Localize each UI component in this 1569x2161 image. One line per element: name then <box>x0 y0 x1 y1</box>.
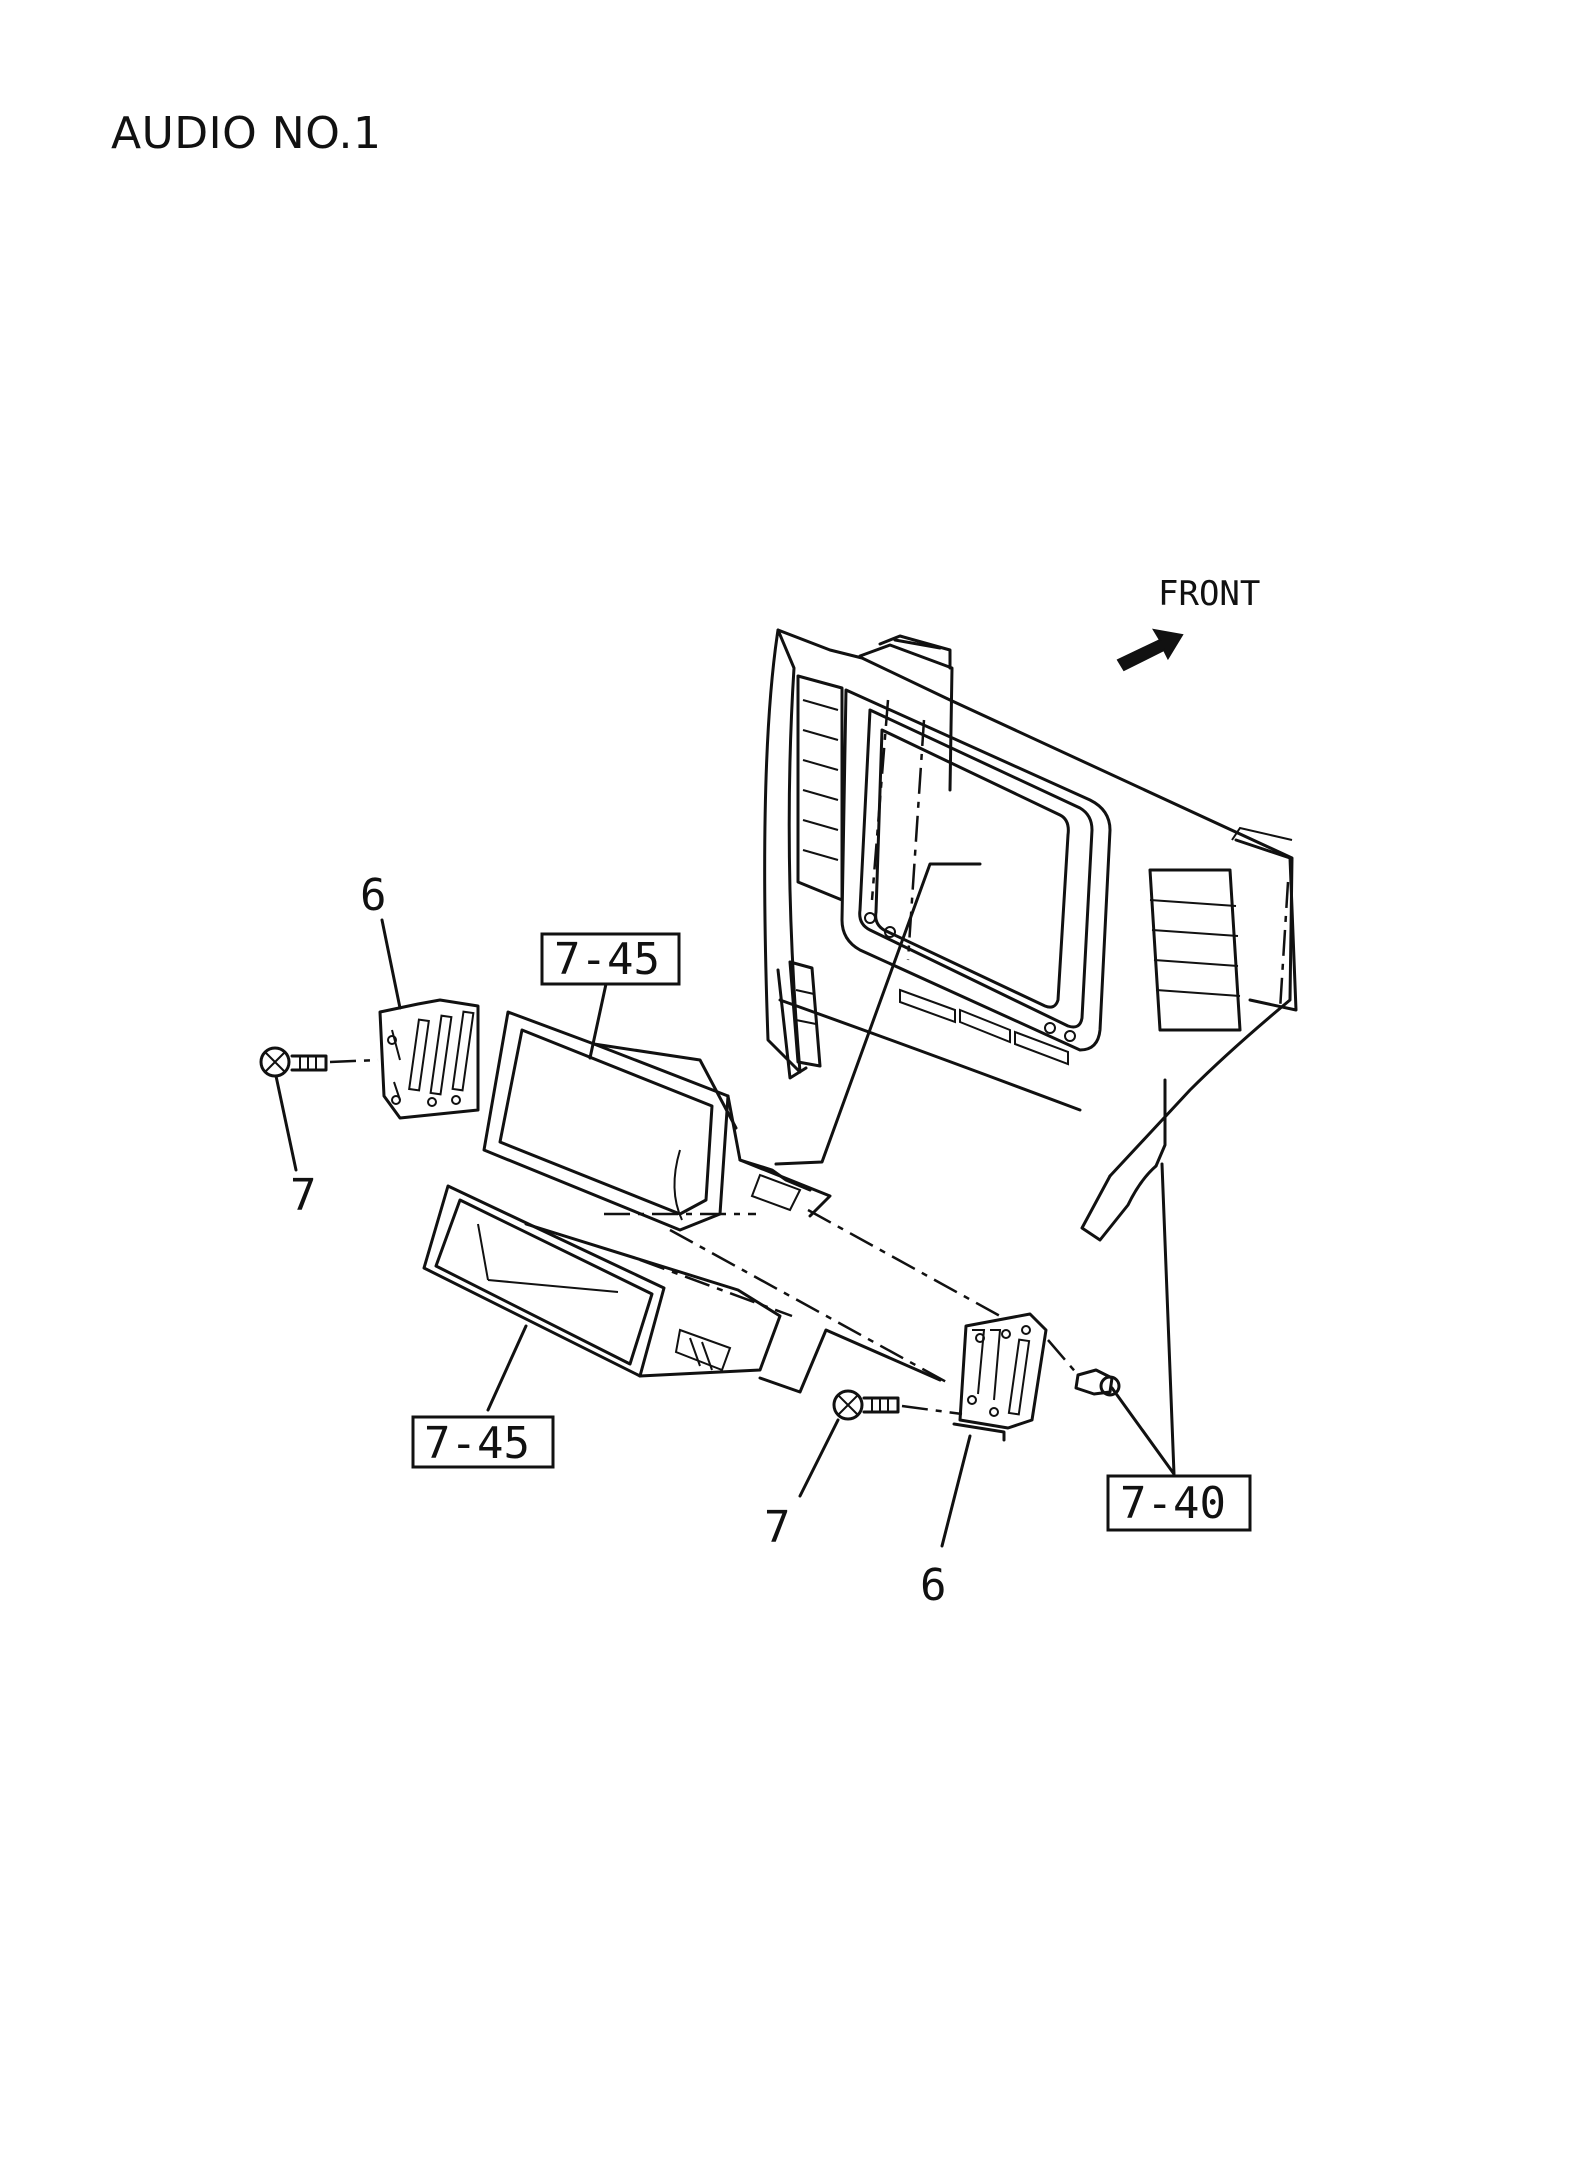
bracket-upper <box>378 998 480 1120</box>
leader-clip <box>1110 1162 1176 1476</box>
callout-screw-upper: 7 <box>290 1170 317 1221</box>
front-arrow-icon <box>1116 628 1184 672</box>
callout-bracket-upper: 6 <box>360 870 387 921</box>
clip <box>1047 1339 1121 1397</box>
assembly-line-2 <box>669 1228 951 1386</box>
assembly-line-4 <box>639 1258 793 1318</box>
leader-pocket-lower <box>486 1324 528 1412</box>
leader-screw-lower <box>798 1418 840 1498</box>
pocket-upper <box>482 1010 832 1232</box>
callout-pocket-lower: 7-45 <box>424 1418 530 1469</box>
instrument-panel-bezel <box>763 628 1298 1242</box>
leader-panel <box>774 862 982 1166</box>
pocket-lower <box>422 1184 782 1378</box>
callout-clip: 7-40 <box>1120 1478 1226 1529</box>
bracket-lower <box>952 1312 1048 1442</box>
leader-screw-upper <box>274 1074 298 1172</box>
callout-box-clip <box>1106 1474 1252 1532</box>
front-label: FRONT <box>1158 574 1260 614</box>
leader-bracket-lower <box>940 1434 972 1548</box>
screw-lower <box>832 1389 963 1421</box>
leader-pocket-upper <box>588 982 608 1060</box>
callout-screw-lower: 7 <box>764 1502 791 1553</box>
assembly-line-3 <box>807 1208 1001 1318</box>
screw-upper <box>259 1046 379 1078</box>
callout-box-pocket-upper <box>540 932 681 986</box>
callout-bracket-lower: 6 <box>920 1560 947 1611</box>
callout-pocket-upper: 7-45 <box>554 934 660 985</box>
callout-box-pocket-lower <box>411 1415 555 1469</box>
leader-bracket-upper <box>380 918 402 1010</box>
assembly-line-5 <box>758 1328 942 1394</box>
page-title: AUDIO NO.1 <box>111 108 382 159</box>
